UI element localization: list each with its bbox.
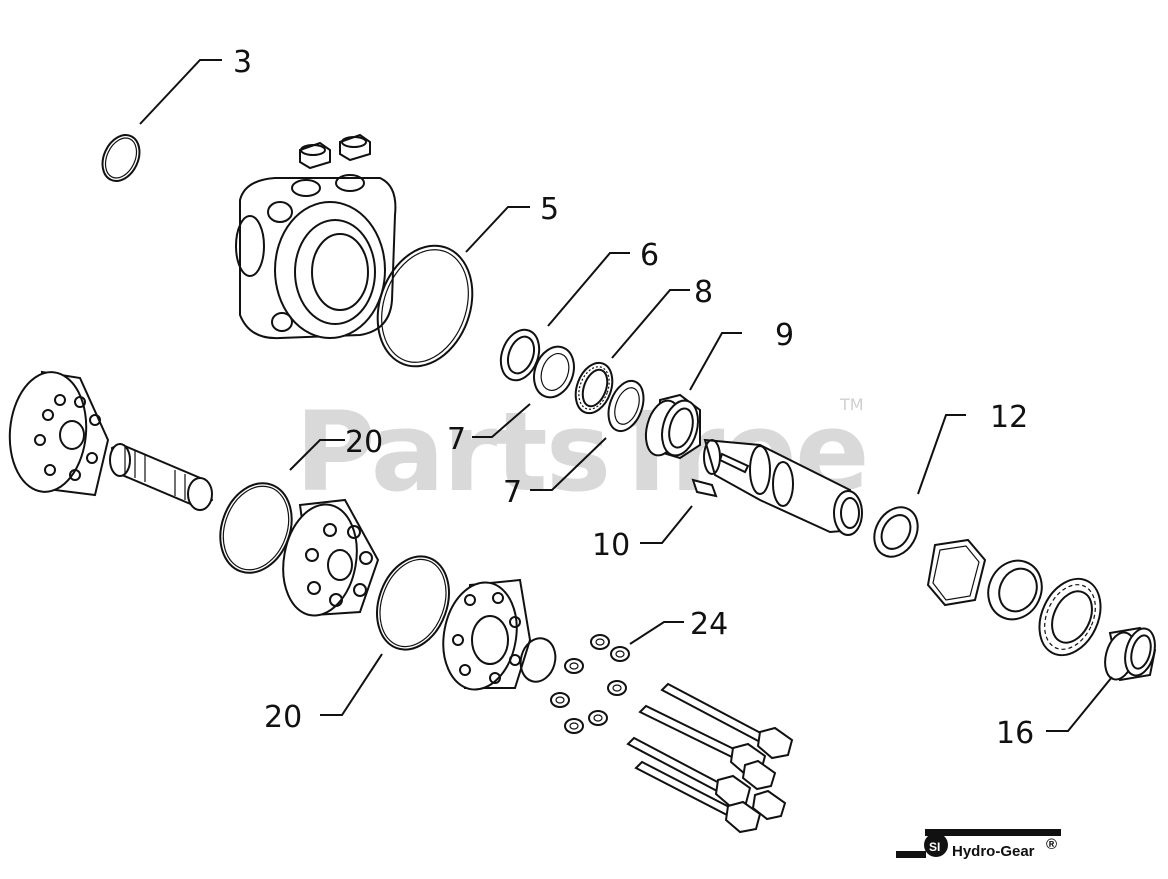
part-manifold-disc[interactable] [5, 369, 110, 497]
callout-24: 24 [690, 607, 728, 642]
part-output-shaft[interactable] [703, 438, 863, 536]
callout-7-lower: 7 [503, 475, 522, 510]
part-bolts[interactable] [626, 682, 794, 834]
callout-5: 5 [540, 192, 559, 227]
part-24-washers[interactable] [550, 634, 630, 734]
part-8-thrust-bearing[interactable] [569, 358, 619, 418]
part-12-washer[interactable] [866, 499, 927, 564]
callout-9: 9 [775, 318, 794, 353]
callout-8: 8 [694, 275, 713, 310]
callout-10: 10 [592, 528, 630, 563]
leader-lines [139, 59, 1113, 732]
callout-20-lower: 20 [264, 700, 302, 735]
callout-3: 3 [233, 45, 252, 80]
brand-name: Hydro-Gear [952, 843, 1035, 860]
watermark-tm: TM [839, 395, 864, 414]
callout-16: 16 [996, 716, 1034, 751]
part-housing[interactable] [235, 133, 397, 340]
part-5-o-ring[interactable] [362, 232, 489, 379]
part-7-washer-b[interactable] [602, 376, 650, 436]
part-end-cap[interactable] [435, 577, 532, 696]
part-plate[interactable] [516, 634, 560, 685]
part-16-needle-bearing[interactable] [1100, 625, 1159, 683]
part-geroler[interactable] [275, 498, 380, 622]
svg-text:SI: SI [929, 840, 940, 854]
part-6-seal[interactable] [494, 324, 546, 385]
part-drive-shaft[interactable] [109, 442, 214, 511]
part-10-key[interactable] [691, 478, 718, 498]
part-20-o-ring-b[interactable] [365, 546, 462, 659]
callout-7-upper: 7 [447, 422, 466, 457]
part-seal-ring[interactable] [979, 552, 1051, 628]
part-roller-cage[interactable] [1028, 569, 1113, 665]
callout-20-upper: 20 [345, 425, 383, 460]
part-9-bearing[interactable] [640, 393, 703, 460]
part-gasket[interactable] [926, 538, 987, 607]
callouts: 3 5 6 8 9 7 7 10 12 20 20 24 16 [233, 45, 1034, 751]
part-7-washer-a[interactable] [527, 341, 580, 403]
callout-12: 12 [990, 400, 1028, 435]
brand-reg: ® [1046, 836, 1057, 853]
hydro-gear-logo: SI Hydro-Gear ® [896, 829, 1061, 860]
callout-6: 6 [640, 238, 659, 273]
part-3-o-ring[interactable] [95, 129, 146, 187]
